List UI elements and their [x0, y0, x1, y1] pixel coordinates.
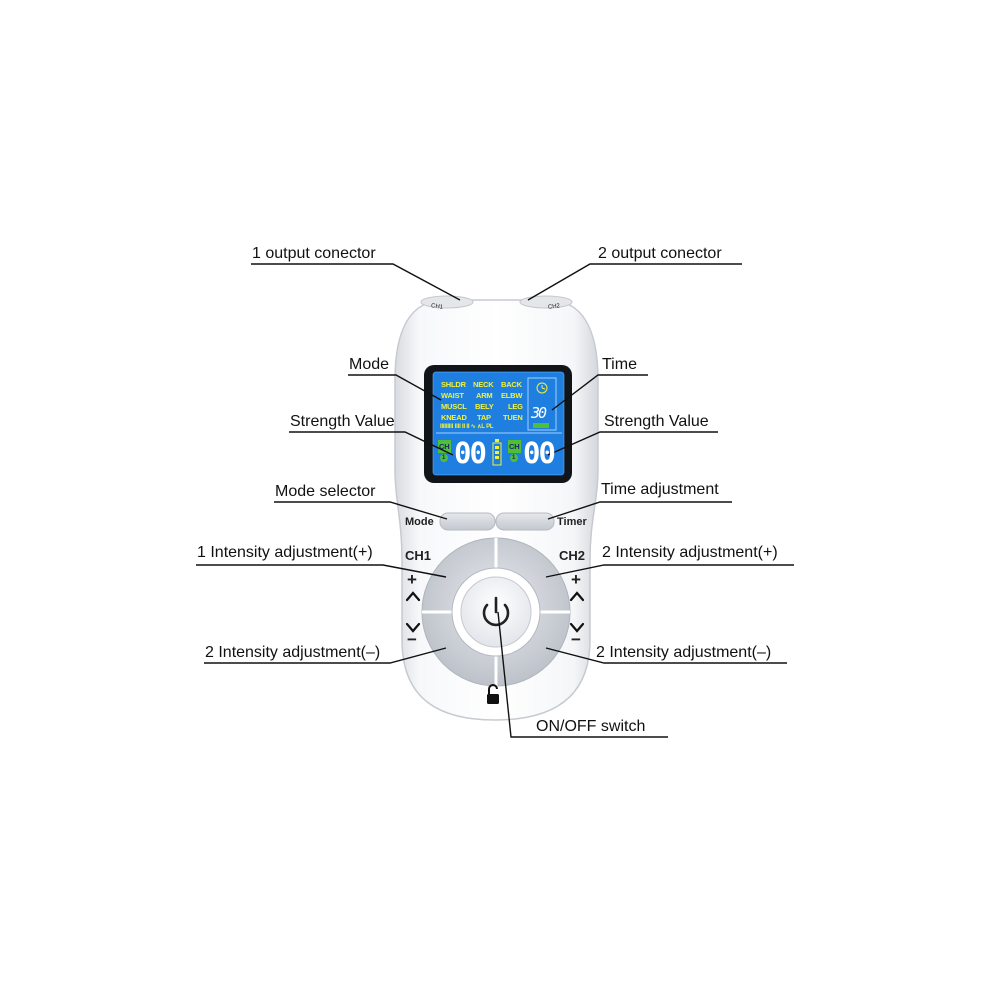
power-icon	[482, 596, 510, 627]
lcd-ch2-index: 1	[512, 455, 516, 461]
chevron-down-icon	[405, 622, 421, 633]
ch2-port	[519, 295, 573, 309]
lcd-mode-tuen: TUEN	[503, 413, 523, 422]
lcd-ch1-label: CH	[439, 442, 450, 451]
chevron-down-icon	[569, 622, 585, 633]
lcd-mode-waist: WAIST	[441, 391, 464, 400]
mode-button-label: Mode	[405, 516, 434, 528]
callout-output1: 1 output conector	[252, 245, 376, 262]
ch2-label: CH2	[559, 548, 586, 563]
callout-mode-selector: Mode selector	[275, 483, 376, 500]
lcd-mode-muscl: MUSCL	[441, 402, 467, 411]
callout-intensity1-plus: 1 Intensity adjustment(+)	[197, 544, 373, 561]
ch1-minus-sign: −	[407, 630, 417, 649]
mode-button[interactable]	[440, 513, 495, 530]
lcd-screen	[433, 372, 564, 475]
lcd-mode-tap: TAP	[477, 413, 491, 422]
lcd-mode-back: BACK	[501, 380, 522, 389]
lcd-mode-bely: BELY	[475, 402, 494, 411]
callout-strength-left: Strength Value	[290, 413, 395, 430]
lcd-ch2-strength: 00	[523, 436, 556, 470]
lcd-wave-symbols: IIIIIIIII IIII II II ∿ ∧L PL	[440, 424, 494, 430]
callout-time-adjustment: Time adjustment	[601, 481, 719, 498]
timer-button[interactable]	[496, 513, 554, 530]
timer-button-label: Timer	[557, 516, 587, 528]
ch2-plus-sign: +	[571, 570, 581, 589]
lcd-ch2-label: CH	[509, 442, 520, 451]
clock-icon	[536, 382, 548, 394]
lcd-mode-leg: LEG	[508, 402, 523, 411]
lcd-ch1-strength: 00	[454, 436, 487, 470]
lcd-ch1-index: 1	[442, 455, 446, 461]
ch1-label: CH1	[405, 548, 432, 563]
ch1-plus-sign: +	[407, 570, 417, 589]
power-button[interactable]	[452, 568, 540, 656]
lcd-mode-shldr: SHLDR	[441, 380, 466, 389]
callout-intensity2-minus-left: 2 Intensity adjustment(–)	[205, 644, 381, 661]
unlock-icon	[487, 684, 499, 704]
lcd-mode-knead: KNEAD	[441, 413, 467, 422]
callout-strength-right: Strength Value	[604, 413, 709, 430]
lcd-mode-arm: ARM	[476, 391, 493, 400]
lcd-mode-neck: NECK	[473, 380, 494, 389]
lcd-time-panel	[527, 377, 557, 431]
callout-time: Time	[602, 356, 637, 373]
callout-onoff: ON/OFF switch	[536, 718, 646, 735]
chevron-up-icon	[569, 591, 585, 602]
callout-intensity2-plus: 2 Intensity adjustment(+)	[602, 544, 778, 561]
lcd-mode-elbw: ELBW	[501, 391, 523, 400]
battery-icon	[492, 442, 502, 466]
chevron-up-icon	[405, 591, 421, 602]
leader-lines	[196, 263, 794, 738]
callout-intensity2-minus-right: 2 Intensity adjustment(–)	[596, 644, 772, 661]
mode-button-shape	[439, 512, 496, 531]
ch2-minus-sign: −	[571, 630, 581, 649]
timer-button-shape	[495, 512, 555, 531]
callout-output2: 2 output conector	[598, 245, 722, 262]
callout-mode: Mode	[349, 356, 390, 373]
lcd-time-value: 30	[531, 404, 547, 422]
ch1-port	[420, 295, 474, 309]
